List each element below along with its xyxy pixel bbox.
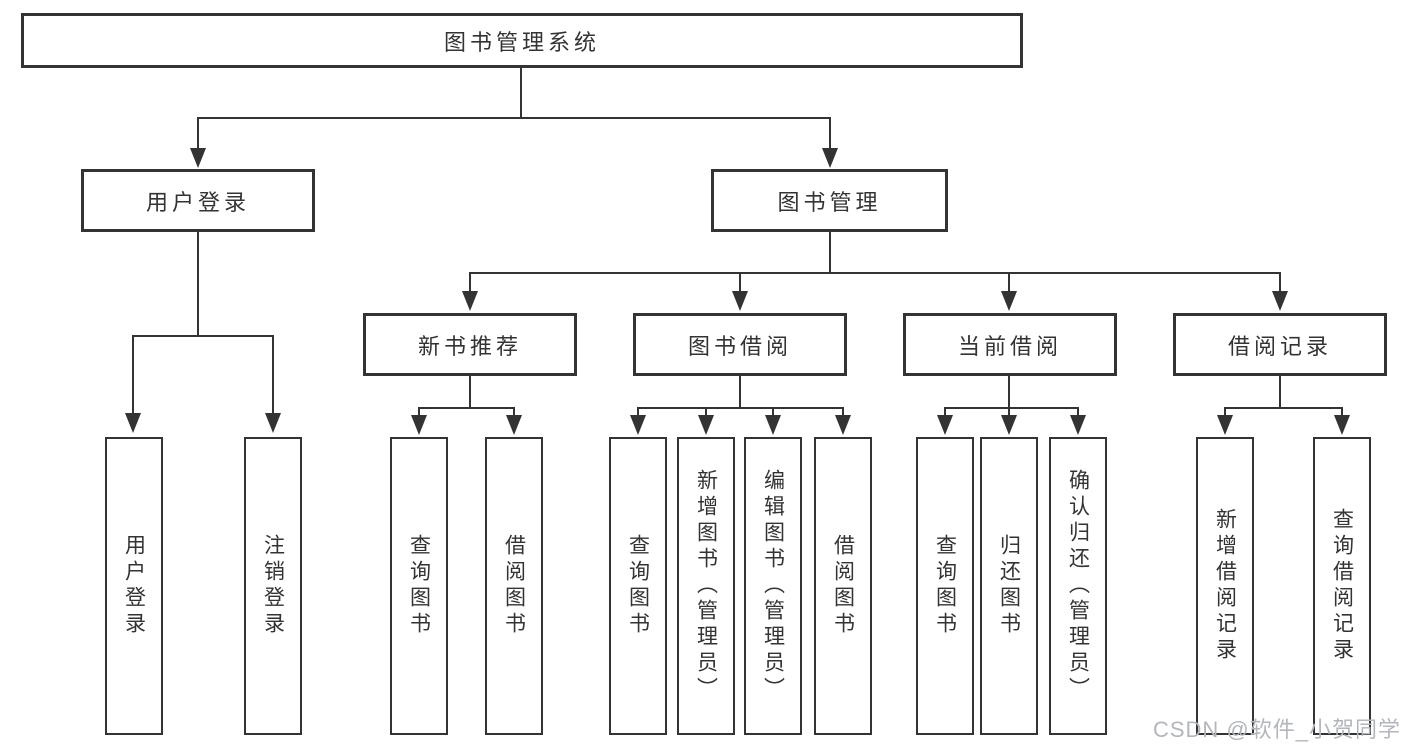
connector-stem-query-books-recommend xyxy=(418,407,420,416)
connector-current-branch xyxy=(944,407,1079,409)
connector-book-management-stem xyxy=(829,232,831,273)
arrowhead-new-book-recommendation xyxy=(462,291,478,311)
connector-stem-user-login xyxy=(197,117,199,149)
node-new-book-recommendation: 新书推荐 xyxy=(363,313,577,376)
arrowhead-book-borrowing xyxy=(732,291,748,311)
arrowhead-leaf-logout xyxy=(265,413,281,433)
connector-stem-add-book-admin xyxy=(705,407,707,416)
node-book-management: 图书管理 xyxy=(711,169,948,232)
arrowhead-borrow-books-borrowing xyxy=(835,415,851,435)
connector-book-management-branch xyxy=(469,272,1281,274)
watermark: CSDN @软件_小贺同学 xyxy=(1152,717,1401,742)
leaf-return-book: 归还图书 xyxy=(980,437,1038,735)
leaf-query-borrow-record: 查询借阅记录 xyxy=(1313,437,1371,735)
connector-stem-book-management xyxy=(829,117,831,149)
connector-stem-new-book-recommendation xyxy=(469,272,471,292)
node-borrowing-records: 借阅记录 xyxy=(1173,313,1387,376)
arrowhead-query-books-current xyxy=(937,415,953,435)
connector-stem-confirm-return-admin xyxy=(1077,407,1079,416)
connector-stem-current-borrowing xyxy=(1008,272,1010,292)
arrowhead-leaf-user-login xyxy=(125,413,141,433)
connector-recommend-branch xyxy=(418,407,515,409)
arrowhead-confirm-return-admin xyxy=(1070,415,1086,435)
arrowhead-return-book xyxy=(1001,415,1017,435)
connector-stem-return-book xyxy=(1008,407,1010,416)
connector-stem-leaf-logout xyxy=(272,335,274,413)
arrowhead-add-book-admin xyxy=(698,415,714,435)
connector-stem-add-borrow-record xyxy=(1224,407,1226,416)
leaf-edit-book-admin: 编辑图书（管理员） xyxy=(744,437,802,735)
arrowhead-borrowing-records xyxy=(1272,291,1288,311)
leaf-borrow-books-borrowing: 借阅图书 xyxy=(814,437,872,735)
leaf-add-borrow-record: 新增借阅记录 xyxy=(1196,437,1254,735)
leaf-query-books-borrowing: 查询图书 xyxy=(609,437,667,735)
connector-current-stem xyxy=(1008,376,1010,408)
arrowhead-query-borrow-record xyxy=(1334,415,1350,435)
connector-stem-query-books-current xyxy=(944,407,946,416)
connector-stem-borrow-books-recommend xyxy=(513,407,515,416)
connector-records-branch xyxy=(1224,407,1343,409)
node-user-login: 用户登录 xyxy=(81,169,315,232)
connector-recommend-stem xyxy=(469,376,471,408)
leaf-user-login: 用户登录 xyxy=(105,437,163,735)
connector-root-branch xyxy=(197,117,831,119)
node-current-borrowing: 当前借阅 xyxy=(903,313,1117,376)
connector-stem-query-borrow-record xyxy=(1341,407,1343,416)
connector-stem-borrowing-records xyxy=(1279,272,1281,292)
connector-stem-borrow-books-borrowing xyxy=(842,407,844,416)
arrowhead-current-borrowing xyxy=(1001,291,1017,311)
leaf-query-books-recommend: 查询图书 xyxy=(390,437,448,735)
node-root: 图书管理系统 xyxy=(21,13,1023,68)
connector-stem-leaf-user-login xyxy=(132,335,134,413)
arrowhead-query-books-recommend xyxy=(411,415,427,435)
connector-stem-edit-book-admin xyxy=(772,407,774,416)
arrowhead-edit-book-admin xyxy=(765,415,781,435)
arrowhead-user-login xyxy=(190,148,206,168)
connector-stem-query-books-borrowing xyxy=(637,407,639,416)
connector-borrowing-stem xyxy=(739,376,741,408)
node-book-borrowing: 图书借阅 xyxy=(633,313,847,376)
leaf-confirm-return-admin: 确认归还（管理员） xyxy=(1049,437,1107,735)
arrowhead-add-borrow-record xyxy=(1217,415,1233,435)
connector-borrowing-branch xyxy=(637,407,844,409)
connector-user-login-branch xyxy=(132,335,273,337)
leaf-add-book-admin: 新增图书（管理员） xyxy=(677,437,735,735)
arrowhead-query-books-borrowing xyxy=(630,415,646,435)
connector-root-stem xyxy=(520,68,522,117)
connector-records-stem xyxy=(1279,376,1281,408)
connector-stem-book-borrowing xyxy=(739,272,741,292)
leaf-logout: 注销登录 xyxy=(244,437,302,735)
leaf-query-books-current: 查询图书 xyxy=(916,437,974,735)
connector-user-login-stem xyxy=(197,232,199,335)
arrowhead-borrow-books-recommend xyxy=(506,415,522,435)
arrowhead-book-management xyxy=(822,148,838,168)
leaf-borrow-books-recommend: 借阅图书 xyxy=(485,437,543,735)
